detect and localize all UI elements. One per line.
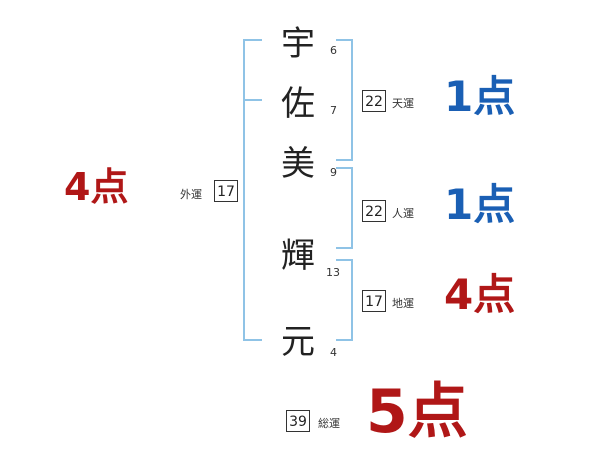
stroke-count-2: 7 xyxy=(330,104,337,117)
tenun-score: 1点 xyxy=(444,72,516,121)
tenun-label: 天運 xyxy=(392,97,414,110)
jinun-score: 1点 xyxy=(444,180,516,229)
souun-label: 総運 xyxy=(318,417,340,430)
gaiun-value: 17 xyxy=(214,180,238,202)
chiun-bracket xyxy=(336,259,353,341)
souun-score: 5点 xyxy=(366,377,468,447)
name-char-1: 宇 xyxy=(281,24,315,64)
chiun-label: 地運 xyxy=(392,297,414,310)
stroke-count-1: 6 xyxy=(330,44,337,57)
souun-value: 39 xyxy=(286,410,310,432)
jinun-bracket xyxy=(336,167,353,249)
name-char-3: 美 xyxy=(281,144,315,184)
jinun-value: 22 xyxy=(362,200,386,222)
gaiun-score: 4点 xyxy=(64,165,129,209)
stroke-count-4: 13 xyxy=(326,266,340,279)
chiun-score: 4点 xyxy=(444,270,516,319)
name-char-2: 佐 xyxy=(281,84,315,124)
tenun-bracket xyxy=(336,39,353,161)
jinun-label: 人運 xyxy=(392,207,414,220)
name-char-5: 元 xyxy=(281,322,315,362)
tenun-value: 22 xyxy=(362,90,386,112)
stroke-count-3: 9 xyxy=(330,166,337,179)
name-char-4: 輝 xyxy=(281,236,315,276)
stroke-count-5: 4 xyxy=(330,346,337,359)
chiun-value: 17 xyxy=(362,290,386,312)
gaiun-label: 外運 xyxy=(180,188,202,201)
gaiun-bracket xyxy=(243,39,262,341)
